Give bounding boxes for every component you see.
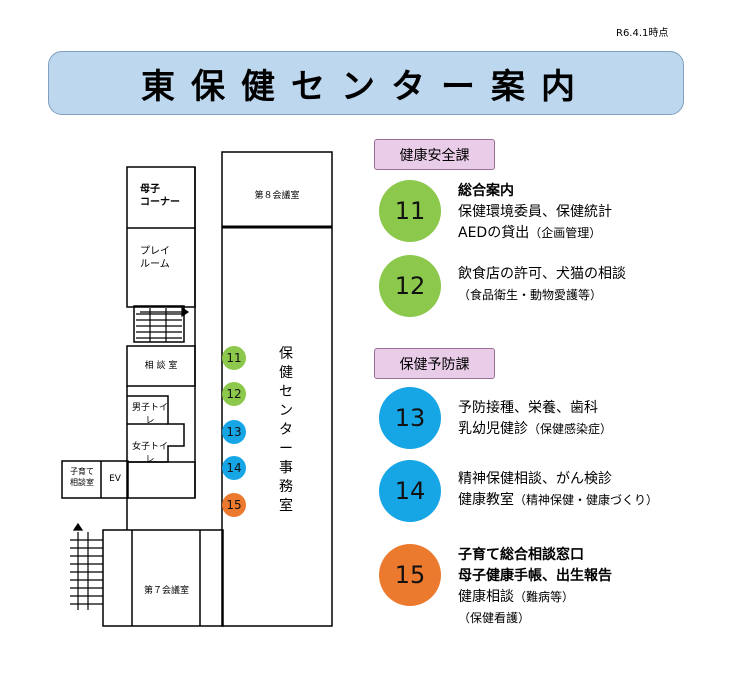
dept-hoken-yobo: 保健予防課 [374,348,495,379]
map-marker-14: 14 [222,456,246,480]
date-note: R6.4.1時点 [616,28,669,39]
service-14-line-1: 精神保健相談、がん検診 [458,471,612,487]
service-15-note: （難病等） [514,590,575,604]
service-number-12: 12 [379,255,441,317]
room-ev: EV [109,474,121,484]
map-marker-11: 11 [222,346,246,370]
service-15-line-2: 母子健康手帳、出生報告 [458,568,612,584]
service-15-line-3-main: 健康相談 [458,589,514,605]
service-11-line-1: 総合案内 [458,183,514,199]
service-14-line-2-main: 健康教室 [458,492,514,508]
service-11-line-3-main: AEDの貸出 [458,225,530,241]
service-number-14: 14 [379,460,441,522]
map-marker-15: 15 [222,493,246,517]
service-15-line-3: 健康相談（難病等） [458,587,612,608]
service-12-note: （食品衛生・動物愛護等） [458,288,603,302]
page-title: 東保健センター案内 [141,66,591,107]
service-15-text: 子育て総合相談窓口 母子健康手帳、出生報告 健康相談（難病等） （保健看護） [458,545,612,629]
service-15-extra: （保健看護） [458,611,531,625]
service-14-text: 精神保健相談、がん検診 健康教室（精神保健・健康づくり） [458,469,658,511]
service-13-note: （保健感染症） [528,422,613,436]
service-12-text: 飲食店の許可、犬猫の相談 （食品衛生・動物愛護等） [458,264,626,306]
service-14-line-2: 健康教室（精神保健・健康づくり） [458,490,658,511]
room-meeting-8: 第８会議室 [254,191,300,201]
service-number-13: 13 [379,387,441,449]
service-12-line-1: 飲食店の許可、犬猫の相談 [458,266,626,282]
service-13-text: 予防接種、栄養、歯科 乳幼児健診（保健感染症） [458,398,612,440]
service-15-line-1: 子育て総合相談窓口 [458,547,584,563]
room-child-consult: 子育て 相談室 [70,467,94,487]
service-11-line-2: 保健環境委員、保健統計 [458,204,612,220]
map-marker-13: 13 [222,420,246,444]
service-number-15: 15 [379,544,441,606]
room-play-room: プレイ ルーム [140,246,170,270]
service-11-note: （企画管理） [529,226,602,240]
title-banner: 東保健センター案内 [48,51,684,115]
room-consult: 相 談 室 [144,361,178,371]
service-number-11: 11 [379,180,441,242]
room-womens-toilet: 女子トイレ [131,442,168,465]
room-boshi-corner: 母子 コーナー [140,184,180,208]
service-13-line-2: 乳幼児健診（保健感染症） [458,419,612,440]
service-11-text: 総合案内 保健環境委員、保健統計 AEDの貸出（企画管理） [458,181,612,244]
service-11-line-3: AEDの貸出（企画管理） [458,223,612,244]
map-marker-12: 12 [222,382,246,406]
room-office: 保健センター事務室 [279,346,293,514]
service-14-note: （精神保健・健康づくり） [514,493,659,507]
dept-kenko-anzen: 健康安全課 [374,139,495,170]
room-meeting-7: 第７会議室 [143,586,189,596]
service-13-line-2-main: 乳幼児健診 [458,421,528,437]
service-13-line-1: 予防接種、栄養、歯科 [458,400,598,416]
room-mens-toilet: 男子トイレ [131,403,168,426]
